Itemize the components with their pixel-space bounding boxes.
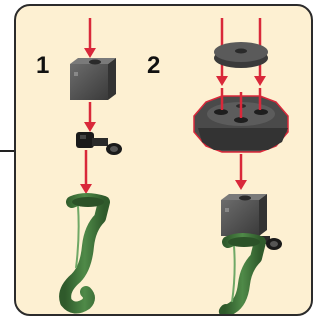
step-number-1: 1 [36, 52, 50, 79]
round-disc-icon [214, 42, 268, 68]
assembly-illustration [59, 18, 289, 314]
square-brick-icon [221, 194, 267, 236]
build-step-panel: 1 2 [14, 4, 313, 316]
down-arrow-icon [80, 150, 92, 194]
down-arrow-icon [84, 18, 96, 58]
pin-connector-icon [76, 132, 122, 155]
down-arrow-icon [235, 154, 247, 190]
green-leg-icon [218, 233, 266, 314]
down-arrow-icon [220, 88, 262, 118]
callout-connector-line [0, 150, 18, 152]
step-number-2: 2 [147, 52, 161, 79]
square-brick-icon [70, 58, 116, 100]
green-leg-icon [59, 193, 110, 314]
down-arrow-icon [84, 102, 96, 132]
